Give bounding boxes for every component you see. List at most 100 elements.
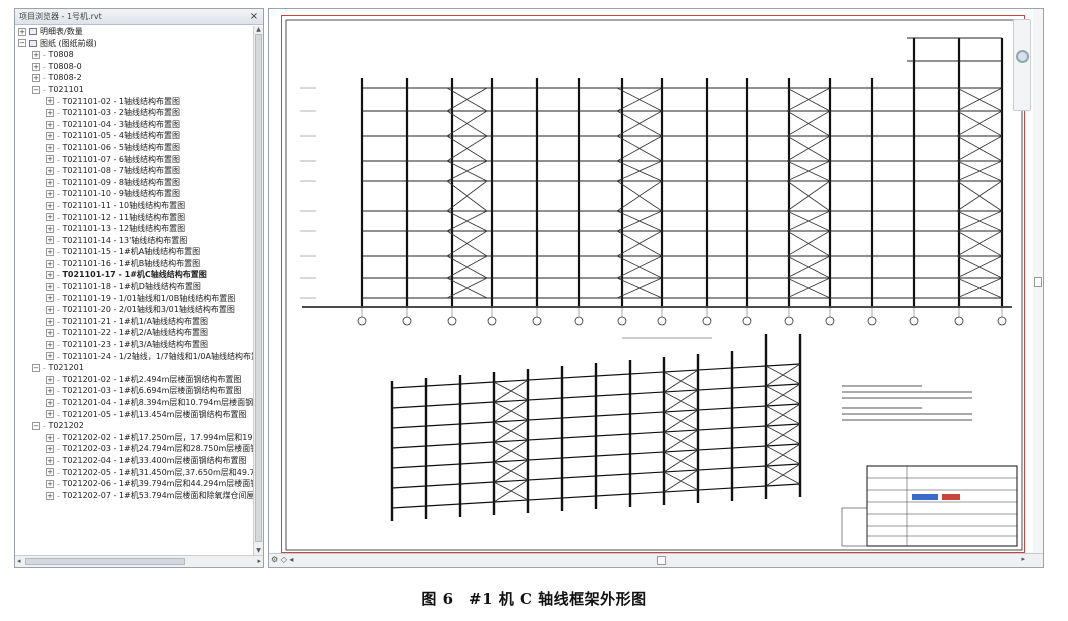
expand-icon[interactable]: +: [46, 375, 54, 384]
scroll-thumb[interactable]: [255, 34, 262, 542]
tree-item[interactable]: +- T021101-14 - 13'轴线结构布置图: [15, 235, 253, 247]
expand-icon[interactable]: +: [46, 248, 54, 257]
expand-icon[interactable]: +: [46, 97, 54, 106]
browser-horizontal-scrollbar[interactable]: ◂ ▸: [15, 555, 263, 567]
scroll-thumb-horizontal[interactable]: [25, 558, 185, 565]
browser-vertical-scrollbar[interactable]: ▲ ▼: [253, 26, 263, 555]
navigation-bar[interactable]: [1013, 19, 1031, 111]
tree-item[interactable]: +- T021101-24 - 1/2轴线，1/7轴线和1/0A轴线结构布置图: [15, 351, 253, 363]
expand-icon[interactable]: +: [18, 27, 26, 36]
tree-item[interactable]: +- T021101-20 - 2/01轴线和3/01轴线结构布置图: [15, 304, 253, 316]
expand-icon[interactable]: +: [46, 340, 54, 349]
scroll-right-icon[interactable]: ▸: [257, 557, 261, 565]
view-control-icons[interactable]: ⚙ ◇ ◂: [271, 555, 294, 564]
tree-item[interactable]: +- T021101-02 - 1轴线结构布置图: [15, 96, 253, 108]
tree-item[interactable]: +明细表/数量: [15, 26, 253, 38]
expand-icon[interactable]: +: [32, 62, 40, 71]
collapse-icon[interactable]: −: [32, 421, 40, 430]
expand-icon[interactable]: +: [46, 433, 54, 442]
expand-icon[interactable]: +: [46, 166, 54, 175]
expand-icon[interactable]: +: [46, 398, 54, 407]
tree-item[interactable]: +- T021202-07 - 1#机53.794m层楼面和除氧煤仓间屋面钢: [15, 490, 253, 502]
tree-item[interactable]: +- T021202-04 - 1#机33.400m层楼面钢结构布置图: [15, 455, 253, 467]
expand-icon[interactable]: +: [46, 479, 54, 488]
expand-icon[interactable]: +: [46, 387, 54, 396]
tree-item[interactable]: +- T021101-05 - 4轴线结构布置图: [15, 130, 253, 142]
tree-item[interactable]: +- T021101-18 - 1#机D轴线结构布置图: [15, 281, 253, 293]
tree-item[interactable]: +- T021101-23 - 1#机3/A轴线结构布置图: [15, 339, 253, 351]
collapse-icon[interactable]: −: [32, 364, 40, 373]
expand-icon[interactable]: +: [46, 282, 54, 291]
expand-icon[interactable]: +: [46, 259, 54, 268]
expand-icon[interactable]: +: [46, 236, 54, 245]
expand-icon[interactable]: +: [46, 294, 54, 303]
tree-item[interactable]: +- T021101-22 - 1#机2/A轴线结构布置图: [15, 327, 253, 339]
expand-icon[interactable]: +: [46, 120, 54, 129]
expand-icon[interactable]: +: [46, 317, 54, 326]
scroll-up-icon[interactable]: ▲: [256, 26, 261, 33]
tree-item[interactable]: +- T021101-13 - 12轴线结构布置图: [15, 223, 253, 235]
tree-item[interactable]: −- T021202: [15, 420, 253, 432]
expand-icon[interactable]: +: [46, 155, 54, 164]
tree-item[interactable]: −图纸 (图纸前缀): [15, 38, 253, 50]
steering-wheel-icon[interactable]: [1016, 50, 1029, 63]
expand-icon[interactable]: +: [46, 352, 54, 361]
close-icon[interactable]: ×: [249, 11, 259, 22]
collapse-icon[interactable]: −: [18, 39, 26, 48]
tree-item[interactable]: +- T0808: [15, 49, 253, 61]
tree-item[interactable]: +- T021201-03 - 1#机6.694m层楼面钢结构布置图: [15, 385, 253, 397]
tree-item[interactable]: +- T021101-16 - 1#机B轴线结构布置图: [15, 258, 253, 270]
tree-item[interactable]: +- T021101-06 - 5轴线结构布置图: [15, 142, 253, 154]
expand-icon[interactable]: +: [46, 306, 54, 315]
expand-icon[interactable]: +: [46, 178, 54, 187]
collapse-icon[interactable]: −: [32, 85, 40, 94]
view-horizontal-scroll-thumb[interactable]: [657, 556, 666, 565]
expand-icon[interactable]: +: [46, 445, 54, 454]
expand-icon[interactable]: +: [46, 224, 54, 233]
expand-icon[interactable]: +: [46, 213, 54, 222]
tree-item[interactable]: +- T0808-2: [15, 72, 253, 84]
expand-icon[interactable]: +: [32, 50, 40, 59]
expand-icon[interactable]: +: [46, 468, 54, 477]
tree-item[interactable]: +- T0808-0: [15, 61, 253, 73]
tree-item[interactable]: +- T021202-02 - 1#机17.250m层，17.994m层和19.…: [15, 432, 253, 444]
tree-item[interactable]: +- T021101-17 - 1#机C轴线结构布置图: [15, 269, 253, 281]
tree-item[interactable]: +- T021201-02 - 1#机2.494m层楼面钢结构布置图: [15, 374, 253, 386]
tree-item[interactable]: +- T021101-04 - 3轴线结构布置图: [15, 119, 253, 131]
expand-icon[interactable]: +: [46, 329, 54, 338]
tree-item[interactable]: +- T021101-21 - 1#机1/A轴线结构布置图: [15, 316, 253, 328]
tree-item[interactable]: +- T021101-09 - 8轴线结构布置图: [15, 177, 253, 189]
expand-icon[interactable]: +: [46, 271, 54, 280]
expand-icon[interactable]: +: [46, 491, 54, 500]
expand-icon[interactable]: +: [46, 410, 54, 419]
tree-item[interactable]: −- T021101: [15, 84, 253, 96]
tree-item[interactable]: +- T021202-05 - 1#机31.450m层,37.650m层和49.…: [15, 467, 253, 479]
tree-item[interactable]: +- T021101-12 - 11轴线结构布置图: [15, 212, 253, 224]
browser-tree: +明细表/数量−图纸 (图纸前缀)+- T0808+- T0808-0+- T0…: [15, 26, 253, 555]
tree-item[interactable]: +- T021101-07 - 6轴线结构布置图: [15, 154, 253, 166]
tree-item[interactable]: +- T021101-03 - 2轴线结构布置图: [15, 107, 253, 119]
scroll-left-icon[interactable]: ◂: [17, 557, 21, 565]
scroll-down-icon[interactable]: ▼: [256, 547, 261, 554]
tree-item[interactable]: +- T021201-05 - 1#机13.454m层楼面钢结构布置图: [15, 409, 253, 421]
tree-item[interactable]: +- T021201-04 - 1#机8.394m层和10.794m层楼面钢结构: [15, 397, 253, 409]
tree-item[interactable]: +- T021101-08 - 7轴线结构布置图: [15, 165, 253, 177]
tree-item[interactable]: +- T021101-10 - 9轴线结构布置图: [15, 188, 253, 200]
expand-icon[interactable]: +: [46, 190, 54, 199]
view-vertical-scrollbar[interactable]: [1033, 9, 1043, 553]
tree-item[interactable]: +- T021202-06 - 1#机39.794m层和44.294m层楼面钢结…: [15, 478, 253, 490]
expand-icon[interactable]: +: [46, 108, 54, 117]
tree-item[interactable]: −- T021201: [15, 362, 253, 374]
drawing-view[interactable]: ⚙ ◇ ◂ ▸: [268, 8, 1044, 568]
view-scroll-thumb[interactable]: [1034, 277, 1042, 287]
expand-icon[interactable]: +: [46, 201, 54, 210]
tree-item[interactable]: +- T021101-11 - 10轴线结构布置图: [15, 200, 253, 212]
scroll-right-icon[interactable]: ▸: [1021, 555, 1025, 563]
tree-item[interactable]: +- T021101-15 - 1#机A轴线结构布置图: [15, 246, 253, 258]
expand-icon[interactable]: +: [46, 143, 54, 152]
expand-icon[interactable]: +: [32, 74, 40, 83]
tree-item[interactable]: +- T021202-03 - 1#机24.794m层和28.750m层楼面钢结…: [15, 443, 253, 455]
tree-item[interactable]: +- T021101-19 - 1/01轴线和1/0B轴线结构布置图: [15, 293, 253, 305]
expand-icon[interactable]: +: [46, 456, 54, 465]
expand-icon[interactable]: +: [46, 132, 54, 141]
